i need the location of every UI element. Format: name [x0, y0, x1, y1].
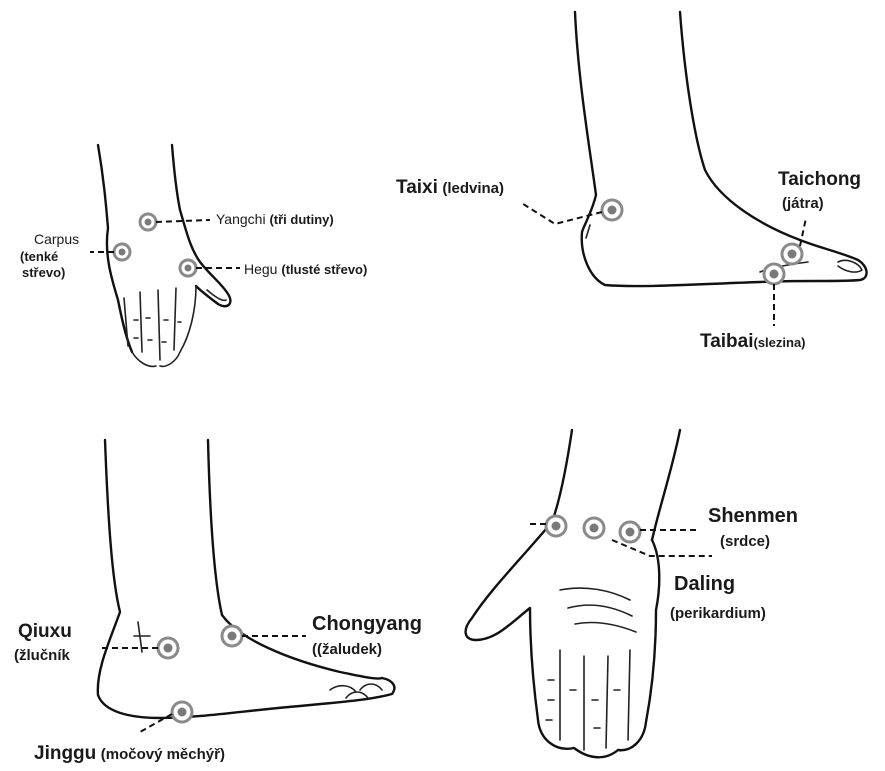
taixi-point — [602, 200, 622, 220]
shenmen-name: Shenmen — [708, 506, 798, 526]
jinggu-point — [172, 702, 192, 722]
chongyang-organ: ((žaludek) — [312, 642, 382, 657]
carpus-name: Carpus — [34, 232, 79, 246]
chongyang-name: Chongyang — [312, 614, 422, 634]
taixi-label: Taixi (ledvina) — [396, 178, 504, 197]
jinggu-label: Jinggu (močový měchýř) — [34, 744, 225, 763]
daling-name: Daling — [674, 574, 735, 594]
qiuxu-organ: (žlučník — [14, 648, 70, 663]
taichong-name: Taichong — [778, 170, 861, 189]
palm-drawing — [466, 430, 680, 757]
carpus-organ-line1: (tenké — [20, 250, 58, 263]
daling-organ: (perikardium) — [670, 606, 766, 621]
taichong-point — [782, 244, 802, 264]
yangchi-point — [140, 214, 156, 230]
palm-point-left — [546, 516, 566, 536]
foot-outer-drawing — [98, 440, 395, 718]
hegu-point — [180, 260, 196, 276]
shenmen-point — [620, 522, 640, 542]
carpus-organ-line2: střevo) — [22, 266, 65, 279]
taichong-organ: (játra) — [782, 196, 824, 211]
carpus-point — [114, 244, 130, 260]
palm-point-middle — [584, 518, 604, 538]
taibai-label: Taibai(slezina) — [700, 332, 806, 351]
qiuxu-point — [158, 638, 178, 658]
yangchi-label: Yangchi (tři dutiny) — [216, 212, 334, 226]
shenmen-organ: (srdce) — [720, 534, 770, 549]
taibai-point — [764, 264, 784, 284]
hegu-label: Hegu (tlusté střevo) — [244, 262, 367, 276]
qiuxu-name: Qiuxu — [18, 622, 72, 641]
chongyang-point — [222, 626, 242, 646]
foot-inner-drawing — [575, 12, 867, 286]
